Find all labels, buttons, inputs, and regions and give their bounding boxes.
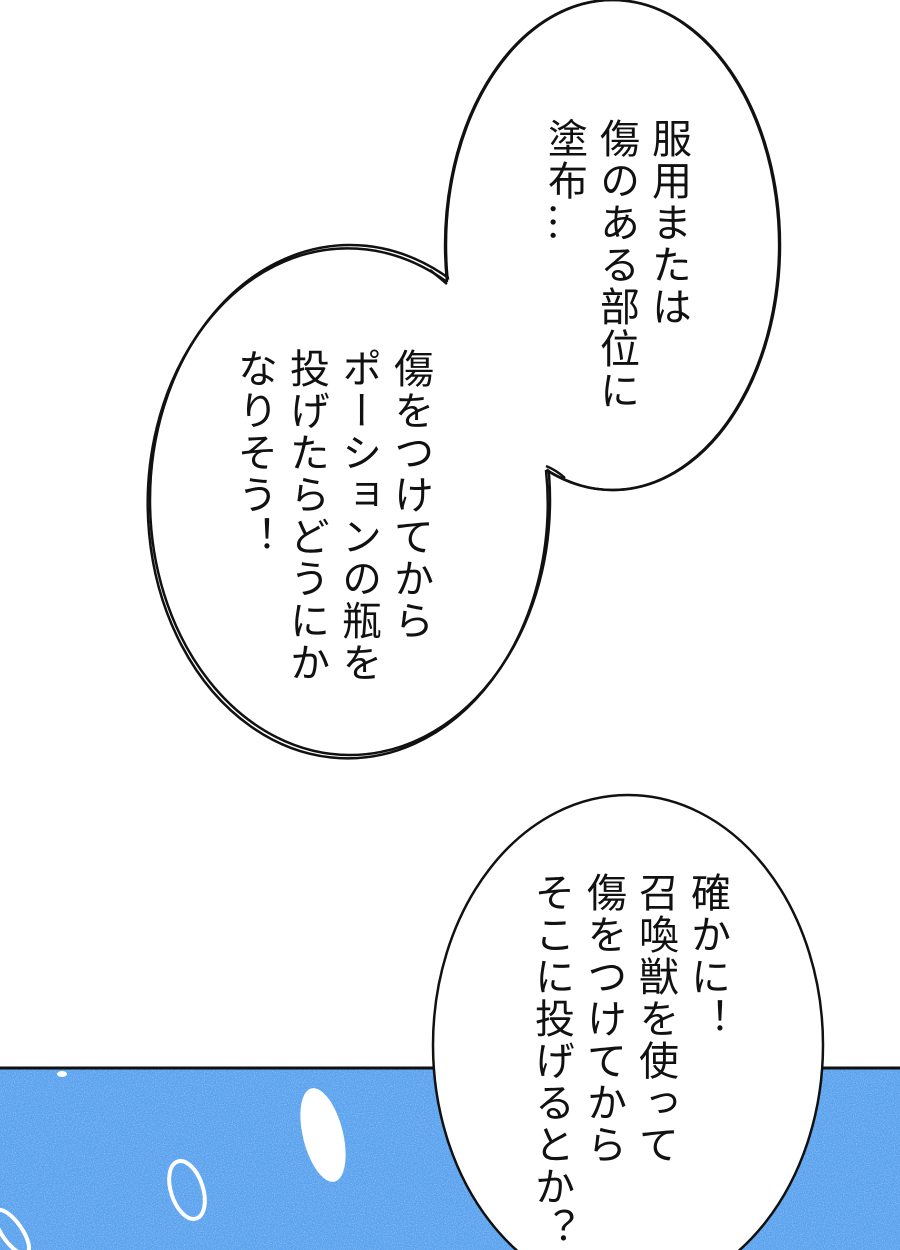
speech-text-middle-left: 傷をつけてから ポーションの瓶を 投げたらどうにか なりそう！: [228, 348, 436, 684]
speech-bubble-bottom: [431, 793, 825, 1250]
speech-text-bottom-right: 確かに！ 召喚獣を使って 傷をつけてから そこに投げるとか？: [525, 872, 733, 1250]
text-line: 服用または: [645, 118, 691, 328]
text-line: 塗布…: [541, 118, 587, 244]
text-line: 確かに！: [684, 872, 730, 1040]
water-fleck: [57, 1071, 67, 1077]
water-droplet: [0, 1207, 32, 1250]
text-line: 傷をつけてから: [387, 348, 433, 642]
water-ring: [167, 1159, 207, 1221]
text-line: ポーションの瓶を: [335, 348, 381, 684]
text-line: そこに投げるとか？: [528, 872, 574, 1250]
text-line: 召喚獣を使って: [632, 872, 678, 1166]
speech-bubble-double: [146, 0, 782, 760]
speech-text-top-right: 服用または 傷のある部位に 塗布…: [538, 118, 694, 412]
text-line: なりそう！: [231, 348, 277, 558]
text-line: 傷のある部位に: [593, 118, 639, 412]
water-droplet: [300, 1088, 346, 1182]
text-line: 投げたらどうにか: [283, 348, 329, 684]
text-line: 傷をつけてから: [580, 872, 626, 1166]
